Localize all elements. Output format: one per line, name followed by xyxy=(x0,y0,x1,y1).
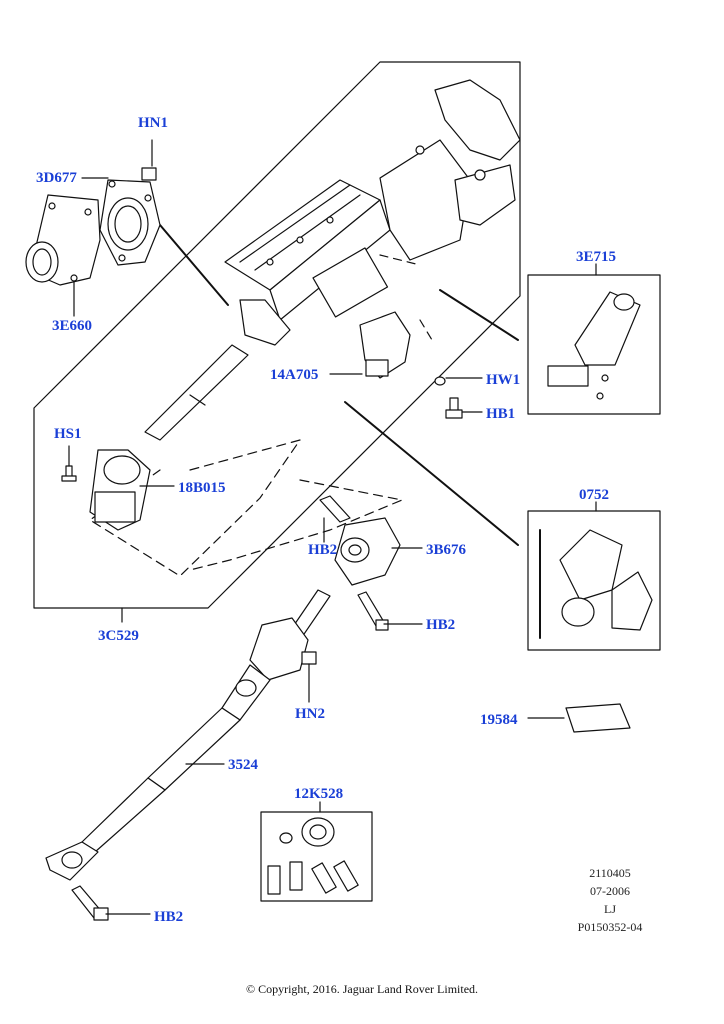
callout-12k528[interactable]: 12K528 xyxy=(294,786,344,802)
bracket-14a705 xyxy=(359,311,411,379)
callout-hn1[interactable]: HN1 xyxy=(138,115,168,131)
callout-3b676[interactable]: 3B676 xyxy=(426,542,467,558)
callout-3e660[interactable]: 3E660 xyxy=(52,318,93,334)
callout-3e715[interactable]: 3E715 xyxy=(576,249,617,265)
pad-19584 xyxy=(565,703,631,733)
diagram-number: 2110405 xyxy=(589,866,631,880)
assembly-outline-3c529 xyxy=(33,61,521,609)
motor-3e715 xyxy=(547,291,641,400)
bolt-hb2-mid xyxy=(357,591,389,631)
screw-hs1 xyxy=(61,465,77,482)
callout-hw1[interactable]: HW1 xyxy=(486,372,521,388)
callout-3d677[interactable]: 3D677 xyxy=(36,170,77,186)
column-housing xyxy=(224,79,521,321)
grommet-3e660 xyxy=(25,194,101,286)
callout-3c529[interactable]: 3C529 xyxy=(98,628,139,644)
callout-19584[interactable]: 19584 xyxy=(480,712,518,728)
callout-3524[interactable]: 3524 xyxy=(228,757,258,773)
module-18b015 xyxy=(89,449,151,531)
callout-18b015[interactable]: 18B015 xyxy=(178,480,226,496)
upper-shaft xyxy=(144,299,291,441)
washer-hw1 xyxy=(434,376,446,386)
kit-12k528 xyxy=(267,817,359,895)
bolt-hb1 xyxy=(445,397,463,419)
callout-hb1[interactable]: HB1 xyxy=(486,406,516,422)
bolt-hb2-lower xyxy=(71,885,109,921)
nut-hn2 xyxy=(301,651,317,665)
joint-3b676 xyxy=(334,517,401,586)
callout-hs1[interactable]: HS1 xyxy=(54,426,82,442)
callout-14a705[interactable]: 14A705 xyxy=(270,367,319,383)
flange-3d677 xyxy=(99,179,161,266)
callout-hb2-mid[interactable]: HB2 xyxy=(426,617,456,633)
callout-hb2-lower[interactable]: HB2 xyxy=(154,909,184,925)
kit-0752 xyxy=(539,529,653,639)
callout-hb2-upper[interactable]: HB2 xyxy=(308,542,338,558)
nut-hn1 xyxy=(141,139,157,181)
callout-hn2[interactable]: HN2 xyxy=(295,706,325,722)
diagram-date: 07-2006 xyxy=(590,884,630,898)
diagram-reference: P0150352-04 xyxy=(577,920,643,934)
intermediate-shaft-3524 xyxy=(45,589,331,881)
diagram-initials: LJ xyxy=(604,902,616,916)
copyright-notice: © Copyright, 2016. Jaguar Land Rover Lim… xyxy=(245,982,479,996)
bolt-hb2-upper xyxy=(319,495,351,523)
callout-0752[interactable]: 0752 xyxy=(579,487,609,503)
